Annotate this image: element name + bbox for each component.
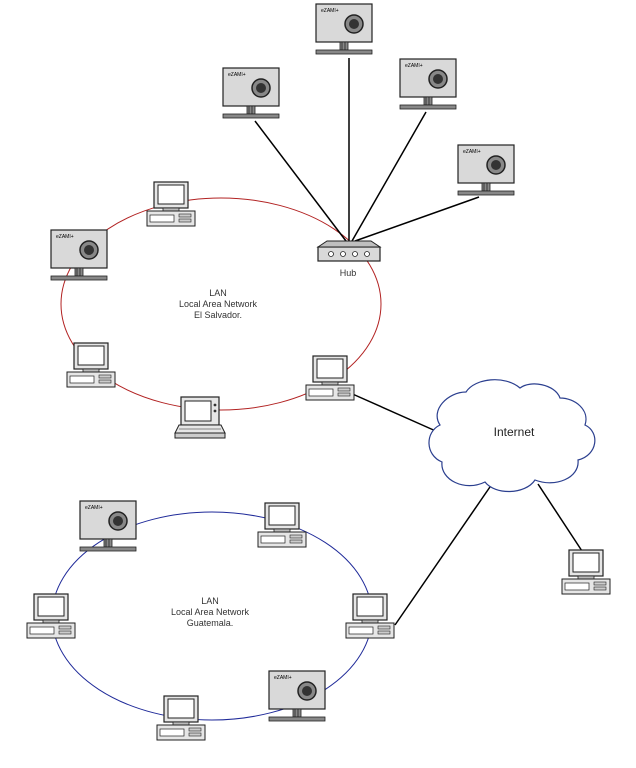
- hub: [316, 240, 382, 262]
- lan-label-guatemala-line1: LAN: [201, 596, 219, 606]
- internet-label: Internet: [493, 425, 535, 439]
- lan-label-el-salvador-line2: Local Area Network: [178, 299, 258, 309]
- lan-ring-el-salvador: [60, 197, 382, 411]
- wire-hub-clock-far-right: [354, 196, 480, 242]
- laptop-el-salvador: [174, 396, 226, 439]
- lan-label-guatemala-line3: Guatemala.: [186, 618, 234, 628]
- time-clock-device-5: [50, 229, 108, 281]
- lan-label-el-salvador-line3: El Salvador.: [193, 310, 243, 320]
- lan-label-guatemala-line2: Local Area Network: [170, 607, 250, 617]
- computer-el-salvador-left: [66, 342, 116, 388]
- time-clock-device-6: [79, 500, 137, 552]
- time-clock-device-3: [399, 58, 457, 110]
- wire-guatemala-internet: [394, 483, 493, 626]
- computer-guatemala-top: [257, 502, 307, 548]
- time-clock-device-2: [222, 67, 280, 119]
- computer-el-salvador-gateway: [305, 355, 355, 401]
- time-clock-device-1: [315, 3, 373, 55]
- time-clock-device-7: [268, 670, 326, 722]
- wire-hub-clock-left: [254, 120, 347, 242]
- wire-el-salvador-internet: [347, 391, 439, 433]
- computer-remote: [561, 549, 611, 595]
- computer-guatemala-bottom: [156, 695, 206, 741]
- wire-hub-clock-right: [351, 111, 427, 242]
- computer-guatemala-left: [26, 593, 76, 639]
- lan-label-el-salvador-line1: LAN: [209, 288, 227, 298]
- lan-label-guatemala: LAN Local Area Network Guatemala.: [140, 596, 280, 629]
- internet-cloud: [428, 379, 596, 493]
- computer-el-salvador-top: [146, 181, 196, 227]
- wires: [254, 58, 583, 626]
- hub-label: Hub: [339, 268, 357, 278]
- computer-guatemala-gateway: [345, 593, 395, 639]
- wire-internet-remote-pc: [537, 483, 583, 552]
- time-clock-device-4: [457, 144, 515, 196]
- lan-label-el-salvador: LAN Local Area Network El Salvador.: [148, 288, 288, 321]
